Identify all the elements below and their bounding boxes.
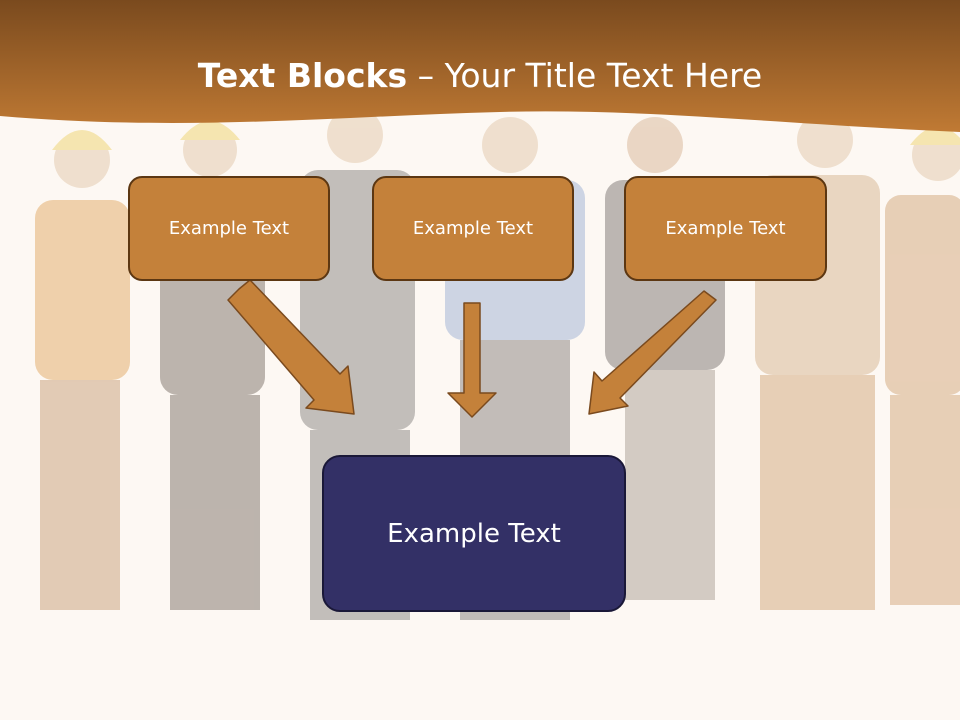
- example-text-box-center[interactable]: Example Text: [372, 176, 574, 281]
- slide-title: Text Blocks – Your Title Text Here: [0, 54, 960, 98]
- example-text-box-right[interactable]: Example Text: [624, 176, 827, 281]
- example-text-box-left[interactable]: Example Text: [128, 176, 330, 281]
- title-bold-part: Text Blocks: [197, 56, 408, 95]
- example-text-box-main[interactable]: Example Text: [322, 455, 626, 612]
- title-band: [0, 0, 960, 132]
- title-rest-part: – Your Title Text Here: [407, 56, 763, 95]
